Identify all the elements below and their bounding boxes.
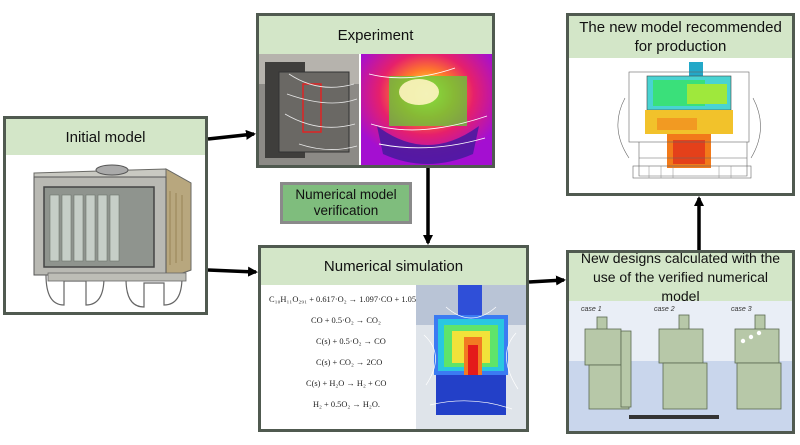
new-designs-image: case 1 case 2 case 3 xyxy=(569,301,792,431)
new-designs-title: New designs calculated with the use of t… xyxy=(569,250,792,304)
stove-3d-model-icon xyxy=(569,301,792,431)
numerical-simulation-title: Numerical simulation xyxy=(261,248,526,285)
numerical-simulation-box: Numerical simulation C₁₀H₁₁O₂₉₁ + 0.617·… xyxy=(258,245,529,432)
simulation-content: C₁₀H₁₁O₂₉₁ + 0.617·O₂ → 1.097·CO + 1.054… xyxy=(261,285,526,429)
equation: H₂ + 0.5O₂ → H₂O. xyxy=(313,400,380,409)
arrow-right-icon xyxy=(528,275,566,286)
case-label: case 3 xyxy=(731,306,752,313)
equation: C₁₀H₁₁O₂₉₁ + 0.617·O₂ → 1.097·CO + 1.054… xyxy=(269,295,439,304)
equation: C(s) + 0.5·O₂ → CO xyxy=(316,337,386,346)
case-label: case 1 xyxy=(581,306,602,313)
recommended-model-image xyxy=(569,58,792,193)
cfd-temperature-field-icon xyxy=(416,285,526,429)
experiment-box: Experiment xyxy=(256,13,495,168)
experiment-title: Experiment xyxy=(259,16,492,54)
thermal-map-icon xyxy=(259,54,492,165)
initial-model-box: Initial model xyxy=(3,116,208,315)
stove-3d-model-icon xyxy=(33,164,192,308)
verification-label: Numerical model verification xyxy=(280,182,412,224)
case-label: case 2 xyxy=(654,306,675,313)
initial-model-image xyxy=(6,155,205,312)
arrow-right-icon xyxy=(207,266,258,277)
stove-3d-model-icon xyxy=(617,62,761,179)
recommended-model-box: The new model recommended for production xyxy=(566,13,795,196)
initial-model-title: Initial model xyxy=(6,119,205,155)
new-designs-box: New designs calculated with the use of t… xyxy=(566,250,795,434)
equation: C(s) + CO₂ → 2CO xyxy=(316,358,383,367)
equation: CO + 0.5·O₂ → CO₂ xyxy=(311,316,381,325)
experiment-image xyxy=(259,54,492,165)
equation: C(s) + H₂O → H₂ + CO xyxy=(306,379,387,388)
recommended-model-title: The new model recommended for production xyxy=(569,16,792,58)
arrow-right-icon xyxy=(207,129,256,141)
